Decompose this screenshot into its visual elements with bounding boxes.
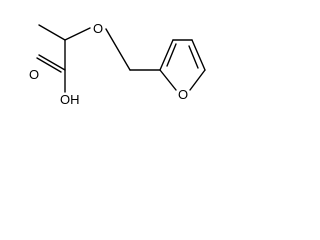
- background: [0, 0, 233, 115]
- carbonyl-double-bond-inner: [36, 57, 62, 73]
- carbonyl-double-bond-outer: [38, 54, 66, 71]
- bond-lines: [36, 24, 206, 93]
- furan-c3-to-c2-bond: [159, 39, 174, 71]
- molecule-drawing: O O OH O: [0, 0, 233, 115]
- furan-c2-to-oxygen-bond: [159, 69, 177, 91]
- methyl-to-alpha-carbon-bond: [38, 24, 66, 41]
- alpha-carbon-to-ether-oxygen-bond: [64, 27, 91, 41]
- carbonyl-oxygen-label: O: [29, 67, 39, 82]
- hydroxyl-label: OH: [60, 92, 80, 107]
- furan-inner-double-bond-left: [166, 43, 177, 67]
- furan-inner-double-bond-right: [188, 45, 199, 69]
- structure-canvas: O O OH O: [0, 0, 233, 115]
- furan-oxygen-to-c5-bond: [189, 69, 206, 91]
- ether-oxygen-label: O: [93, 21, 103, 36]
- furan-c5-to-c4-bond: [191, 39, 206, 71]
- ether-oxygen-to-methylene-bond: [105, 28, 131, 71]
- furan-oxygen-label: O: [178, 87, 188, 102]
